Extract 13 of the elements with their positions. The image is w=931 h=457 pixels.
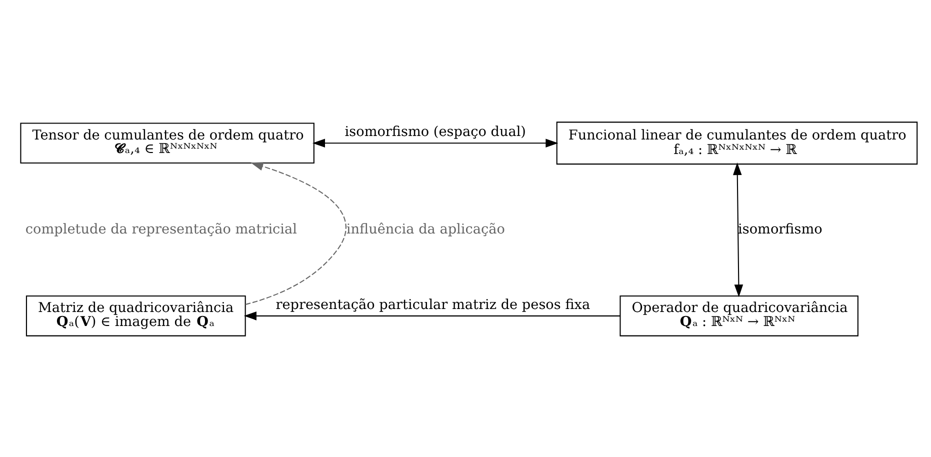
node-box: Funcional linear de cumulantes de ordem quatro fₐ,₄ : ℝᴺˣᴺˣᴺˣᴺ → ℝ bbox=[556, 121, 918, 164]
arrow bbox=[732, 162, 744, 297]
edge-label: isomorfismo (espaço dual) bbox=[344, 124, 526, 140]
edge-label: isomorfismo bbox=[738, 221, 822, 238]
node-box: Matriz de quadricovariância Qₐ(V) ∈ imagem de Qₐ bbox=[26, 295, 246, 336]
node-box: Operador de quadricovariância Qₐ : ℝᴺˣᴺ → ℝᴺˣᴺ bbox=[620, 295, 858, 336]
edge-label: representação particular matriz de pesos fixa bbox=[276, 296, 590, 313]
arrow bbox=[244, 311, 620, 320]
arrow bbox=[245, 162, 346, 305]
arrow bbox=[312, 138, 558, 148]
node-box: Tensor de cumulantes de ordem quatro 𝓒ₐ,₄ ∈ ℝᴺˣᴺˣᴺˣᴺ bbox=[20, 122, 314, 164]
label: completude da representação matricial bbox=[25, 221, 298, 238]
edge-label: influência da aplicação bbox=[346, 221, 505, 238]
